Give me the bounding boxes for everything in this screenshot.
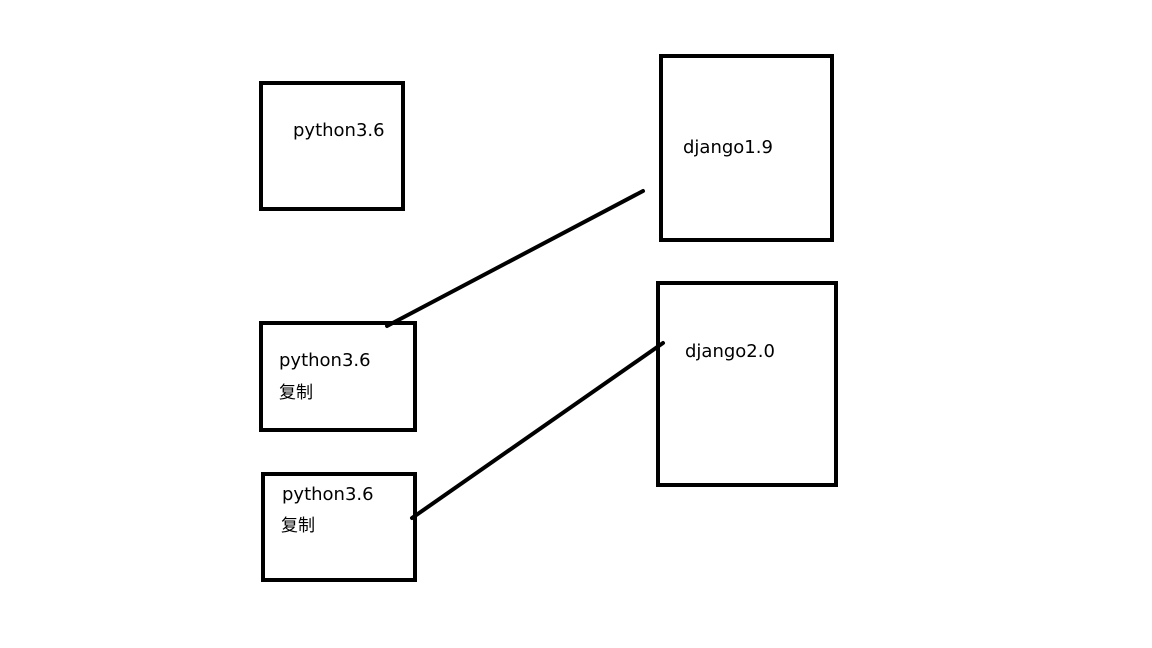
python-original-label: python3.6 [293,120,385,141]
python-copy-1-label: python3.6 [279,350,371,371]
python-original-box [259,81,405,211]
django-19-box [659,54,834,242]
django-20-box [656,281,838,487]
django-19-label: django1.9 [683,137,773,158]
python-copy-2-box [261,472,417,582]
edge-python-copy-1-to-django-19 [385,189,645,328]
python-copy-2-sublabel: 复制 [281,516,315,536]
django-20-label: django2.0 [685,341,775,362]
python-copy-1-box [259,321,417,432]
python-copy-1-sublabel: 复制 [279,383,313,403]
python-copy-2-label: python3.6 [282,484,374,505]
edge-python-copy-2-to-django-20 [410,341,665,520]
